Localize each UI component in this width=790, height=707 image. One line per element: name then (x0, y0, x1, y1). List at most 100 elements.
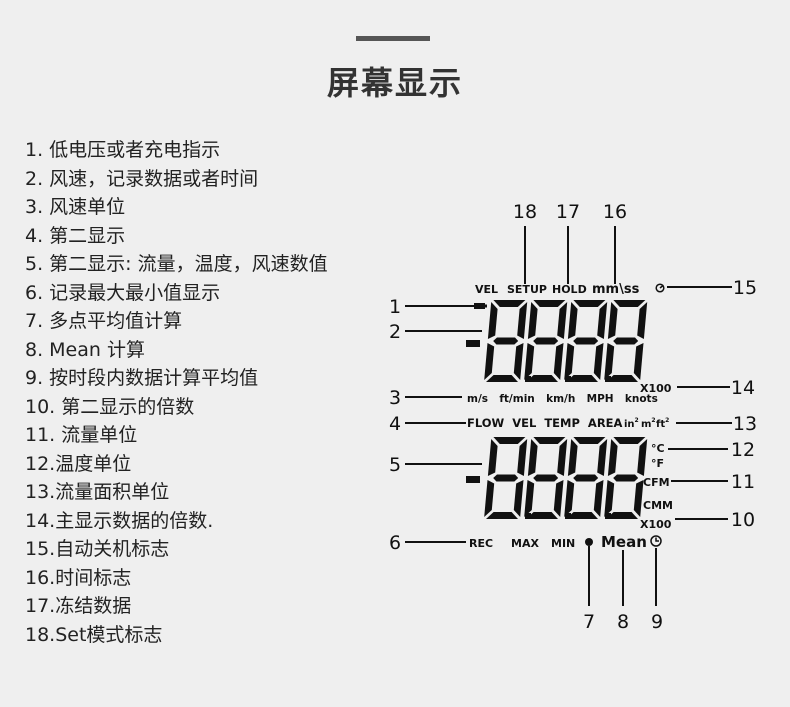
legend-item: 6. 记录最大最小值显示 (25, 281, 221, 304)
digit-segment (613, 474, 639, 482)
digit-segment (487, 439, 498, 476)
battery-icon (474, 303, 487, 309)
legend-item: 7. 多点平均值计算 (25, 310, 183, 332)
digit-segment (604, 480, 615, 517)
decimal-point (605, 376, 611, 382)
digit-segment (567, 439, 578, 476)
callout-numbers: 18 17 16 15 1 2 14 3 4 13 12 5 11 10 6 7… (389, 201, 757, 633)
legend-item: 11. 流量单位 (25, 424, 138, 446)
digit-segment (564, 343, 575, 380)
digit-segment (526, 375, 558, 382)
legend-item: 4. 第二显示 (25, 224, 126, 247)
lcd-digit (524, 437, 568, 519)
digit-segment (573, 437, 606, 444)
main-minus-sign (466, 340, 480, 347)
second-minus-sign (466, 476, 480, 483)
digit-segment (533, 337, 559, 345)
mmss-label: mm\ss (592, 282, 640, 297)
leader-lines (405, 226, 732, 606)
callout-9: 9 (651, 611, 663, 633)
legend-item: 17.冻结数据 (25, 595, 132, 617)
digit-segment (613, 337, 639, 345)
digit-segment (597, 439, 608, 476)
digit-segment (553, 480, 564, 517)
digit-segment (487, 302, 498, 339)
area-in2: in2 (624, 417, 639, 430)
legend-item: 9. 按时段内数据计算平均值 (25, 367, 259, 389)
digit-segment (493, 337, 519, 345)
callout-13: 13 (733, 413, 757, 435)
vel-top-label: VEL (475, 283, 498, 296)
decimal-point (605, 513, 611, 519)
speed-units: m/s ft/min km/h MPH knots (467, 393, 658, 405)
callout-12: 12 (731, 439, 755, 461)
lcd-digit (604, 437, 648, 519)
digit-segment (637, 302, 648, 339)
x100-main: X100 (640, 382, 672, 395)
digit-segment (633, 343, 644, 380)
setup-label: SETUP (507, 283, 547, 296)
legend-item: 14.主显示数据的倍数. (25, 509, 214, 532)
digit-segment (524, 343, 535, 380)
mean-label: Mean (601, 533, 647, 551)
celsius-unit: °C (651, 442, 665, 455)
auto-power-off-icon (655, 283, 665, 293)
legend-item: 12.温度单位 (25, 452, 132, 475)
digit-segment (606, 512, 638, 519)
second-digits (484, 437, 648, 519)
digit-segment (573, 300, 606, 307)
decimal-point (565, 513, 571, 519)
digit-segment (493, 474, 519, 482)
main-digits (484, 300, 648, 382)
legend-item: 1. 低电压或者充电指示 (25, 139, 221, 161)
multipoint-average-dot-icon (585, 538, 593, 546)
digit-segment (486, 375, 518, 382)
area-ft2: ft2 (656, 417, 669, 430)
digit-segment (517, 439, 528, 476)
callout-10: 10 (731, 509, 755, 531)
digit-segment (633, 480, 644, 517)
decimal-point (525, 376, 531, 382)
callout-5: 5 (389, 454, 401, 476)
area-m2: m2 (641, 417, 656, 430)
digit-segment (553, 343, 564, 380)
digit-segment (527, 439, 538, 476)
digit-segment (573, 474, 599, 482)
legend-item: 18.Set模式标志 (25, 623, 163, 646)
lcd-digit (484, 437, 528, 519)
legend-item: 8. Mean 计算 (25, 338, 145, 361)
lcd-digit (564, 300, 608, 382)
max-label: MAX (511, 537, 539, 550)
digit-segment (613, 437, 646, 444)
digit-segment (484, 480, 495, 517)
decimal-point (525, 513, 531, 519)
digit-segment (604, 343, 615, 380)
digit-segment (493, 437, 526, 444)
digit-segment (484, 343, 495, 380)
digit-segment (607, 302, 618, 339)
title-accent-bar (356, 36, 430, 41)
page-title: 屏幕显示 (326, 64, 463, 102)
digit-segment (513, 343, 524, 380)
digit-segment (486, 512, 518, 519)
callout-6: 6 (389, 532, 401, 554)
callout-11: 11 (731, 471, 755, 493)
digit-segment (613, 300, 646, 307)
callout-7: 7 (583, 611, 595, 633)
digit-segment (567, 302, 578, 339)
timed-average-clock-icon (650, 535, 662, 547)
digit-segment (524, 480, 535, 517)
callout-14: 14 (731, 377, 755, 399)
cfm-unit: CFM (643, 476, 670, 489)
callout-4: 4 (389, 413, 401, 435)
digit-segment (564, 480, 575, 517)
digit-segment (597, 302, 608, 339)
digit-segment (606, 375, 638, 382)
lcd-digit (604, 300, 648, 382)
digit-segment (533, 300, 566, 307)
digit-segment (557, 302, 568, 339)
digit-segment (607, 439, 618, 476)
lcd-digit (524, 300, 568, 382)
